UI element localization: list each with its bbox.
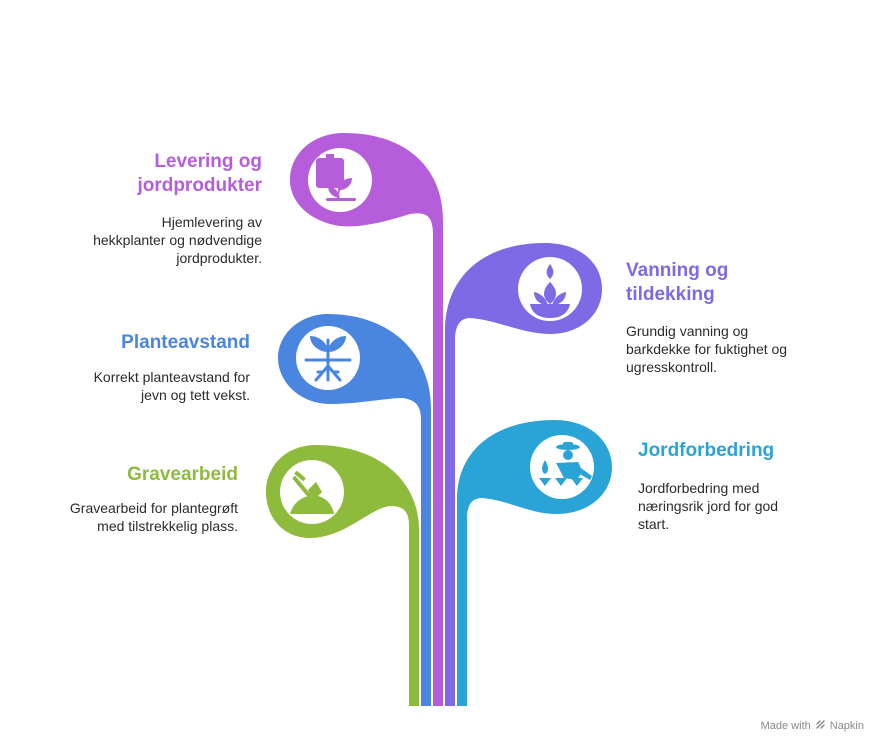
- step-title-levering: Levering og jordprodukter: [137, 151, 262, 196]
- seedling-roots-icon: [304, 336, 352, 382]
- step-desc-vanning: Grundig vanning og barkdekke for fuktigh…: [626, 323, 788, 375]
- napkin-logo-icon: [815, 719, 826, 733]
- step-title-planteavstand: Planteavstand: [121, 332, 250, 353]
- watermark-prefix: Made with: [760, 720, 811, 732]
- step-desc-gravearbeid: Gravearbeid for plantegrøft med tilstrek…: [69, 500, 238, 534]
- watering-bowl-icon: [530, 264, 570, 318]
- step-desc-levering: Hjemlevering av hekkplanter og nødvendig…: [93, 214, 262, 266]
- step-desc-planteavstand: Korrekt planteavstand for jevn og tett v…: [93, 369, 250, 403]
- step-title-vanning: Vanning og tildekking: [626, 260, 729, 305]
- napkin-watermark[interactable]: Made with Napkin: [761, 719, 864, 733]
- shovel-soil-icon: [290, 471, 334, 514]
- gardener-icon: [539, 442, 592, 486]
- box-with-plant-icon: [316, 154, 356, 201]
- watermark-brand: Napkin: [829, 720, 864, 732]
- leaf-violet: [445, 243, 602, 706]
- leaf-purple: [290, 132, 443, 706]
- step-title-jordforbedring: Jordforbedring: [638, 440, 775, 461]
- step-desc-jordforbedring: Jordforbedring med næringsrik jord for g…: [638, 480, 779, 532]
- leaf-blue: [278, 314, 431, 706]
- step-title-gravearbeid: Gravearbeid: [127, 464, 238, 485]
